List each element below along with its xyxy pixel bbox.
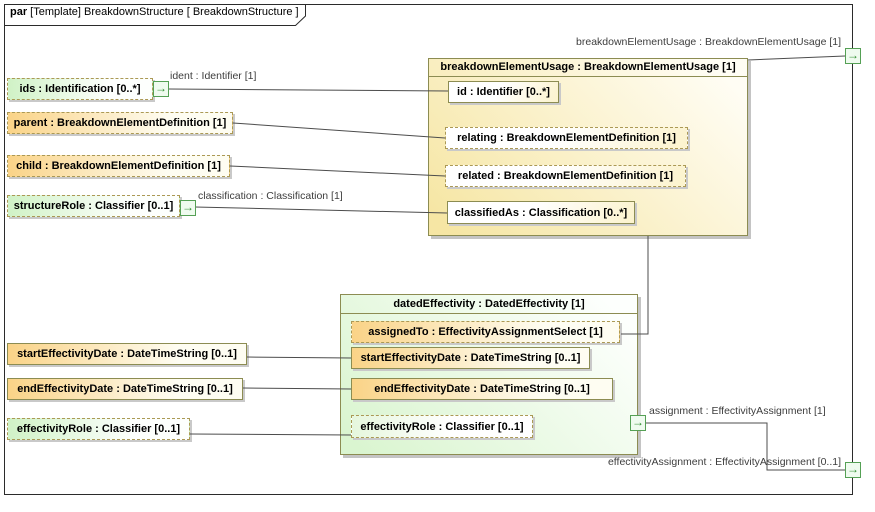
- part-related-label: related : BreakdownElementDefinition [1]: [457, 170, 674, 182]
- edge-usage-to-frame-port: [747, 55, 846, 61]
- param-parent-label: parent : BreakdownElementDefinition [1]: [13, 117, 227, 129]
- part-relating-label: relating : BreakdownElementDefinition [1…: [457, 132, 676, 144]
- param-ids[interactable]: ids : Identification [0..*]: [7, 78, 153, 100]
- block-breakdown-element-usage-title: breakdownElementUsage : BreakdownElement…: [429, 59, 747, 77]
- part-id[interactable]: id : Identifier [0..*]: [448, 81, 559, 103]
- param-start-effectivity-date[interactable]: startEffectivityDate : DateTimeString [0…: [7, 343, 247, 365]
- edge-label-assignment: assignment : EffectivityAssignment [1]: [649, 405, 826, 417]
- param-structure-role-label: structureRole : Classifier [0..1]: [13, 200, 174, 212]
- param-start-effectivity-date-label: startEffectivityDate : DateTimeString [0…: [17, 348, 237, 360]
- part-assigned-to-label: assignedTo : EffectivityAssignmentSelect…: [368, 326, 603, 338]
- part-classified-as-label: classifiedAs : Classification [0..*]: [454, 206, 628, 219]
- param-effectivity-role-label: effectivityRole : Classifier [0..1]: [16, 423, 181, 435]
- param-end-effectivity-date[interactable]: endEffectivityDate : DateTimeString [0..…: [7, 378, 243, 400]
- edge-structure-role-to-classified-as: [194, 206, 448, 214]
- diagram-kind-label: par: [10, 6, 28, 18]
- flow-arrow-icon: →: [847, 462, 859, 476]
- part-relating[interactable]: relating : BreakdownElementDefinition [1…: [445, 127, 688, 149]
- part-end-effectivity-date[interactable]: endEffectivityDate : DateTimeString [0..…: [351, 378, 613, 400]
- edge-parent-to-relating: [232, 122, 446, 139]
- edge-effectivity-role-to-part: [189, 433, 352, 436]
- edge-end-date-to-part: [242, 387, 352, 390]
- edge-ids-to-id: [167, 88, 449, 92]
- part-effectivity-role[interactable]: effectivityRole : Classifier [0..1]: [351, 415, 533, 438]
- port-frame-effectivity-assignment[interactable]: →: [845, 462, 861, 478]
- diagram-tab-title: par [Template] BreakdownStructure [ Brea…: [10, 6, 299, 18]
- port-ids-out[interactable]: →: [153, 81, 169, 97]
- part-assigned-to[interactable]: assignedTo : EffectivityAssignmentSelect…: [351, 321, 620, 343]
- part-start-effectivity-date[interactable]: startEffectivityDate : DateTimeString [0…: [351, 347, 590, 369]
- part-start-effectivity-date-label: startEffectivityDate : DateTimeString [0…: [360, 352, 581, 364]
- param-structure-role[interactable]: structureRole : Classifier [0..1]: [7, 195, 180, 217]
- flow-arrow-icon: →: [632, 415, 644, 429]
- part-classified-as[interactable]: classifiedAs : Classification [0..*]: [447, 201, 635, 224]
- port-structure-role-out[interactable]: →: [180, 200, 196, 216]
- param-child[interactable]: child : BreakdownElementDefinition [1]: [7, 155, 230, 177]
- flow-arrow-icon: →: [182, 200, 194, 214]
- edge-label-ident: ident : Identifier [1]: [170, 70, 257, 82]
- part-end-effectivity-date-label: endEffectivityDate : DateTimeString [0..…: [374, 383, 590, 395]
- flow-arrow-icon: →: [155, 81, 167, 95]
- edge-child-to-related: [229, 165, 446, 177]
- param-parent[interactable]: parent : BreakdownElementDefinition [1]: [7, 112, 233, 134]
- param-effectivity-role[interactable]: effectivityRole : Classifier [0..1]: [7, 418, 190, 440]
- edge-label-classification: classification : Classification [1]: [198, 190, 343, 202]
- diagram-header-label: [Template] BreakdownStructure [ Breakdow…: [27, 6, 299, 18]
- param-child-label: child : BreakdownElementDefinition [1]: [16, 160, 221, 172]
- block-dated-effectivity-title: datedEffectivity : DatedEffectivity [1]: [341, 295, 637, 314]
- port-assignment-out[interactable]: →: [630, 415, 646, 431]
- part-effectivity-role-label: effectivityRole : Classifier [0..1]: [360, 420, 524, 433]
- param-end-effectivity-date-label: endEffectivityDate : DateTimeString [0..…: [17, 383, 233, 395]
- edge-start-date-to-part: [246, 356, 352, 359]
- port-frame-breakdown-element-usage[interactable]: →: [845, 48, 861, 64]
- param-ids-label: ids : Identification [0..*]: [19, 83, 141, 95]
- flow-arrow-icon: →: [847, 48, 859, 62]
- part-id-label: id : Identifier [0..*]: [457, 86, 550, 98]
- part-related[interactable]: related : BreakdownElementDefinition [1]: [445, 165, 686, 187]
- edge-label-effectivity-assignment: effectivityAssignment : EffectivityAssig…: [607, 456, 841, 468]
- edge-label-breakdown-element-usage: breakdownElementUsage : BreakdownElement…: [576, 36, 841, 48]
